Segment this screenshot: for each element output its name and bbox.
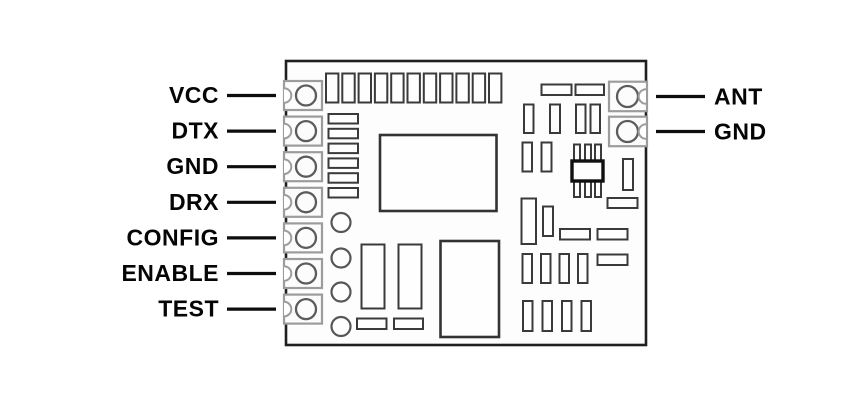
pin-label-test: TEST — [158, 296, 219, 322]
smd-pad — [327, 172, 359, 184]
resistor — [596, 253, 629, 266]
smd-pad — [327, 142, 359, 155]
right-leader-lines — [656, 94, 705, 134]
capacitor — [540, 141, 553, 173]
via — [330, 315, 352, 338]
secondary-ic — [439, 239, 501, 339]
capacitor — [521, 253, 533, 284]
via — [330, 211, 352, 234]
smd-pad — [357, 72, 373, 104]
via-column — [330, 211, 352, 338]
capacitor — [580, 300, 592, 332]
resistor — [393, 317, 424, 330]
ic-pin — [573, 180, 581, 198]
smd-pad — [488, 72, 503, 104]
ic-pin — [584, 180, 592, 198]
pin-pad-vcc — [282, 79, 324, 112]
via — [330, 281, 352, 303]
resistor — [540, 83, 573, 96]
pin-pad-gnd-left — [282, 151, 324, 183]
pin-pad-enable — [282, 257, 324, 290]
pin-pad-dtx — [282, 115, 324, 147]
right-passives — [520, 83, 639, 332]
pin-label-drx: DRX — [169, 189, 219, 215]
capacitor — [522, 300, 534, 332]
resistor — [356, 317, 388, 330]
smd-pad — [439, 72, 454, 104]
smd-pad — [406, 72, 421, 104]
smd-pad — [422, 72, 438, 104]
capacitor — [622, 158, 634, 191]
ic-body — [570, 159, 605, 183]
pin-pad-gnd-right — [607, 115, 649, 148]
pin-pad-drx — [282, 186, 324, 218]
capacitor — [397, 243, 423, 310]
left-leader-lines — [227, 93, 276, 311]
ic-pin — [594, 143, 602, 163]
pin-label-vcc: VCC — [169, 82, 219, 108]
smd-pad — [327, 187, 359, 199]
capacitor — [523, 103, 535, 134]
pin-pad-test — [282, 293, 324, 325]
smd-pad — [327, 157, 359, 169]
top-smd-pad-row — [325, 72, 503, 104]
left-pin-pads — [282, 79, 324, 325]
main-ic — [378, 133, 498, 213]
pin-label-gnd-right: GND — [714, 119, 767, 145]
capacitor — [577, 253, 589, 284]
pin-label-ant: ANT — [714, 84, 763, 110]
capacitor — [540, 253, 552, 284]
smd-pad — [325, 72, 340, 104]
pin-label-config: CONFIG — [127, 224, 219, 250]
capacitor — [561, 300, 573, 332]
ic-pin — [594, 180, 602, 198]
right-pin-labels: ANT GND — [714, 84, 767, 145]
capacitor — [521, 141, 533, 173]
via — [330, 247, 352, 269]
right-pin-pads — [607, 80, 649, 148]
capacitor — [360, 243, 386, 310]
pin-pad-ant — [607, 80, 649, 113]
capacitor — [542, 205, 554, 237]
resistor — [596, 228, 629, 241]
pin-label-gnd-left: GND — [166, 153, 219, 179]
smd-pad — [327, 113, 359, 125]
smd-pad — [373, 72, 389, 104]
inductor — [520, 197, 537, 245]
capacitor — [541, 300, 553, 332]
pin-label-enable: ENABLE — [121, 260, 219, 286]
mid-passives — [356, 243, 424, 330]
capacitor — [549, 103, 561, 134]
smd-pad — [471, 72, 487, 104]
sot-ic — [570, 143, 605, 198]
pin-pad-config — [282, 222, 324, 254]
left-pin-labels: VCC DTX GND DRX CONFIG ENABLE TEST — [121, 82, 220, 322]
capacitor — [575, 103, 587, 134]
capacitor — [589, 103, 601, 134]
ic-pin — [584, 143, 592, 163]
left-smd-pad-column — [327, 113, 359, 199]
resistor — [574, 83, 605, 96]
capacitor — [558, 253, 570, 284]
smd-pad — [390, 72, 405, 104]
resistor — [606, 197, 639, 209]
resistor — [559, 228, 591, 241]
smd-pad — [341, 72, 356, 104]
pin-label-dtx: DTX — [172, 118, 220, 144]
ic-pin — [573, 143, 581, 163]
smd-pad — [327, 127, 359, 140]
smd-pad — [455, 72, 470, 104]
